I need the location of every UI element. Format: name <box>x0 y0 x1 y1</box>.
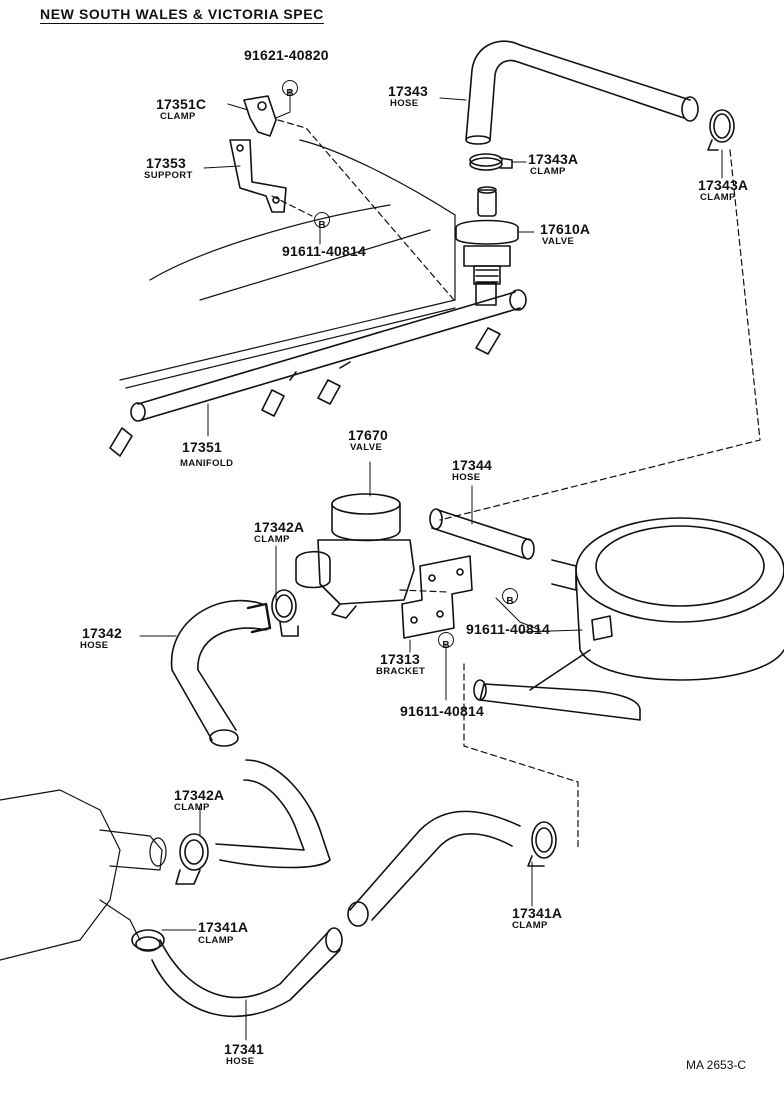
clamp-17342a-bottom-drawing <box>175 833 209 885</box>
label-17341a-right-name: CLAMP <box>512 920 548 931</box>
callout-letter: B <box>442 640 450 651</box>
callout-b-1: B <box>282 80 298 99</box>
bracket-17313-drawing <box>401 555 473 639</box>
label-17343a-top-number: 17343A <box>528 151 579 167</box>
engine-lower-left-drawing <box>0 789 167 961</box>
clamp-17341a-left-drawing <box>131 929 165 952</box>
clamp-17342a-top-drawing <box>271 589 299 637</box>
hose-17342-drawing <box>170 599 272 747</box>
label-17342a-bottom-number: 17342A <box>174 787 225 803</box>
callout-b-3: B <box>502 588 518 607</box>
label-17341-number: 17341 <box>224 1041 264 1057</box>
label-17313-number: 17313 <box>380 651 420 667</box>
diagram-code: MA 2653-C <box>686 1058 747 1072</box>
label-17353-number: 17353 <box>146 155 186 171</box>
callout-letter: B <box>506 596 514 607</box>
label-17313-name: BRACKET <box>376 666 426 677</box>
clamp-17341a-right-drawing <box>527 821 557 867</box>
support-17353-drawing <box>229 139 287 213</box>
clamp-17343a-right-drawing <box>707 109 735 151</box>
manifold-17351-drawing <box>109 282 527 457</box>
leader-lines <box>139 89 723 1041</box>
label-17343-number: 17343 <box>388 83 428 99</box>
label-17343a-top-name: CLAMP <box>530 166 566 177</box>
label-17341a-left-number: 17341A <box>198 919 249 935</box>
clamp-17343a-top-drawing <box>469 153 513 171</box>
valve-17610a-drawing <box>455 186 519 285</box>
callout-b-2: B <box>314 212 330 231</box>
label-17353-name: SUPPORT <box>144 170 193 181</box>
label-91621-40820: 91621-40820 <box>244 47 329 63</box>
label-91611-40814-b: 91611-40814 <box>466 621 550 637</box>
label-17342-name: HOSE <box>80 640 109 651</box>
label-17341a-left-name: CLAMP <box>198 935 234 946</box>
label-17670-number: 17670 <box>348 427 388 443</box>
label-17344-number: 17344 <box>452 457 492 473</box>
label-17351-name: MANIFOLD <box>180 458 234 469</box>
label-17342a-bottom-name: CLAMP <box>174 802 210 813</box>
callout-b-4: B <box>438 632 454 651</box>
valve-17670-drawing <box>295 493 415 619</box>
label-17342a-top-name: CLAMP <box>254 534 290 545</box>
label-17341a-right-number: 17341A <box>512 905 563 921</box>
callout-letter: B <box>318 220 326 231</box>
diagram-title: NEW SOUTH WALES & VICTORIA SPEC <box>40 6 324 24</box>
label-17610a-number: 17610A <box>540 221 591 237</box>
hose-17344-drawing <box>429 508 535 560</box>
label-91611-40814-a: 91611-40814 <box>282 243 366 259</box>
label-17341-name: HOSE <box>226 1056 255 1067</box>
hose-17343-drawing <box>465 40 699 145</box>
label-17610a-name: VALVE <box>542 236 575 247</box>
label-17342a-top-number: 17342A <box>254 519 305 535</box>
label-17343-name: HOSE <box>390 98 419 109</box>
engine-head-outline <box>119 139 456 389</box>
label-17351c-name: CLAMP <box>160 111 196 122</box>
hose-17341-drawing <box>151 810 521 1018</box>
label-17343a-right-number: 17343A <box>698 177 749 193</box>
callout-letter: B <box>286 88 294 99</box>
label-17342-number: 17342 <box>82 625 122 641</box>
label-17343a-right-name: CLAMP <box>700 192 736 203</box>
clamp-17351c-drawing <box>243 95 277 137</box>
label-17351-number: 17351 <box>182 439 222 455</box>
dashed-leader-lines <box>271 119 761 851</box>
label-17670-name: VALVE <box>350 442 383 453</box>
hose-lower-left-drawing <box>215 759 331 869</box>
air-cleaner-drawing <box>473 517 784 721</box>
label-91611-40814-c: 91611-40814 <box>400 703 484 719</box>
label-17344-name: HOSE <box>452 472 481 483</box>
label-17351c-number: 17351C <box>156 96 207 112</box>
